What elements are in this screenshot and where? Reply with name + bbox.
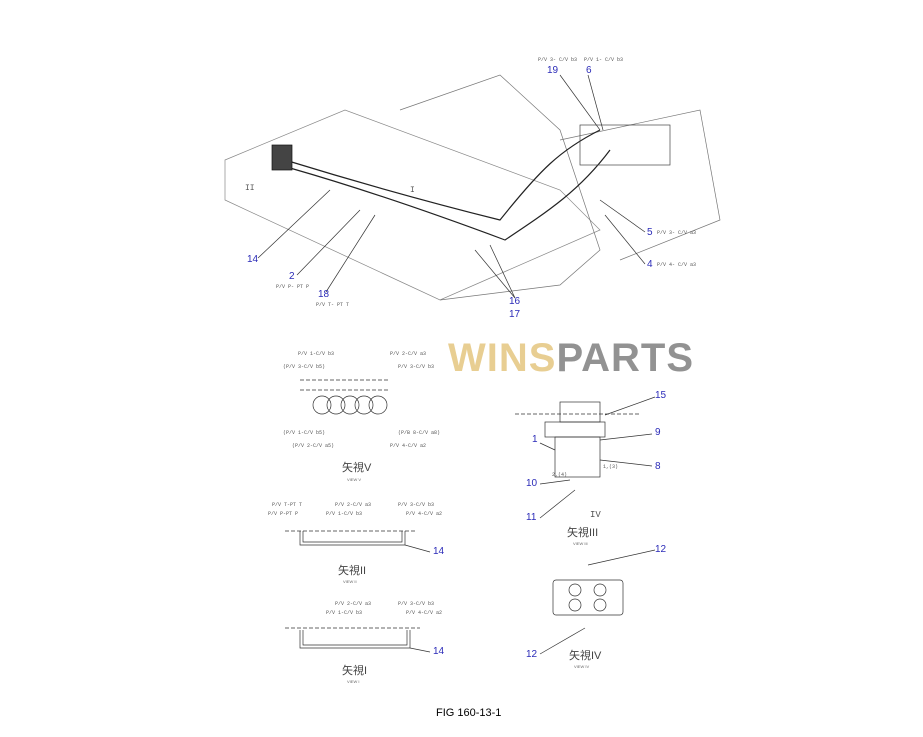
callout-15: 15 <box>655 390 667 401</box>
note-5: P/V 3- C/V a3 <box>657 230 697 236</box>
callout-12b: 12 <box>526 649 538 660</box>
view1-caption: 矢視I <box>342 665 368 677</box>
view-3-drawing <box>515 396 656 519</box>
port-label: 1,(3) <box>603 464 619 470</box>
view2-label: P/V P-PT P <box>268 511 299 517</box>
callout-5: 5 <box>647 227 653 238</box>
view1-label: P/V 4-C/V a2 <box>406 610 443 616</box>
view1-label: P/V 2-C/V a3 <box>335 601 372 607</box>
callout-14: 14 <box>247 254 259 265</box>
view-2-drawing <box>285 530 431 553</box>
view5-label: P/V 2-C/V a3 <box>390 351 427 357</box>
callout-19: 19 <box>547 65 559 76</box>
callout-18: 18 <box>318 289 330 300</box>
figure-label: FIG 160-13-1 <box>436 707 502 719</box>
note-4: P/V 4- C/V a3 <box>657 262 697 268</box>
callout-1: 1 <box>532 434 538 445</box>
view2-label: P/V 2-C/V a3 <box>335 502 372 508</box>
view1-sub: VIEW I <box>347 679 360 684</box>
view5-label: (P/B 8-C/V a8) <box>398 430 441 436</box>
main-assembly <box>224 74 721 301</box>
callout-16: 16 <box>509 296 521 307</box>
view3-caption: 矢視III <box>567 527 599 539</box>
callout-9: 9 <box>655 427 661 438</box>
watermark: WINSPARTS <box>448 336 695 380</box>
note-6: P/V 1- C/V b3 <box>584 57 624 63</box>
view4-caption: 矢視IV <box>569 650 602 662</box>
view4-sub: VIEW IV <box>574 664 590 669</box>
note-19: P/V 3- C/V b3 <box>538 57 578 63</box>
callout-2: 2 <box>289 271 295 282</box>
note-2: P/V P- PT P <box>276 284 310 290</box>
view2-caption: 矢視II <box>338 565 367 577</box>
view-4-drawing <box>539 549 656 655</box>
view-1-drawing <box>285 627 431 653</box>
view1-label: P/V 3-C/V b3 <box>398 601 435 607</box>
callout-4: 4 <box>647 259 653 270</box>
callout-8: 8 <box>655 461 661 472</box>
view2-label: P/V T-PT T <box>272 502 303 508</box>
callout-10: 10 <box>526 478 538 489</box>
arrow-I-label: I <box>410 186 415 195</box>
callout-14c: 14 <box>433 646 445 657</box>
callout-11: 11 <box>526 512 537 523</box>
view5-label: (P/V 1-C/V b5) <box>283 430 326 436</box>
view-5-drawing <box>300 379 390 415</box>
arrow-II-label: II <box>245 184 255 193</box>
view5-label: P/V 3-C/V b3 <box>398 364 435 370</box>
callout-12: 12 <box>655 544 667 555</box>
view5-sub: VIEW V <box>347 477 362 482</box>
view2-sub: VIEW II <box>343 579 357 584</box>
view5-label: (P/V 3-C/V b5) <box>283 364 326 370</box>
arrow-IV-label: IV <box>590 510 601 520</box>
view2-label: P/V 3-C/V b3 <box>398 502 435 508</box>
view5-label: (P/V 2-C/V a5) <box>292 443 335 449</box>
callout-14b: 14 <box>433 546 445 557</box>
view2-label: P/V 1-C/V b3 <box>326 511 363 517</box>
view1-label: P/V 1-C/V b3 <box>326 610 363 616</box>
port-label: 2,(4) <box>552 472 568 478</box>
view3-sub: VIEW III <box>573 541 588 546</box>
view2-label: P/V 4-C/V a2 <box>406 511 443 517</box>
view5-caption: 矢視V <box>342 462 372 474</box>
view5-label: P/V 4-C/V a2 <box>390 443 427 449</box>
callout-17: 17 <box>509 309 521 320</box>
view5-label: P/V 1-C/V b3 <box>298 351 335 357</box>
callout-6: 6 <box>586 65 592 76</box>
note-18: P/V T- PT T <box>316 302 350 308</box>
